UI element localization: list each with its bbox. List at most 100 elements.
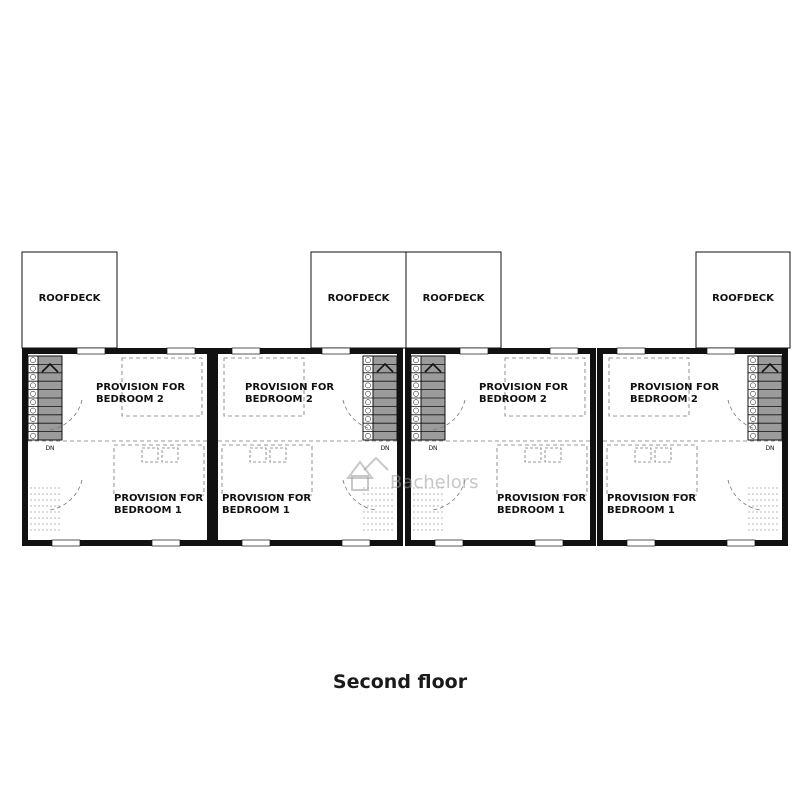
pillow xyxy=(654,447,672,463)
pillow xyxy=(249,447,267,463)
window-bottom xyxy=(151,539,181,547)
stair-step-marker xyxy=(413,390,419,397)
wall-top xyxy=(22,348,213,354)
door-swing xyxy=(727,479,761,511)
window-top xyxy=(166,347,196,355)
staircase: DN xyxy=(747,355,783,452)
stair-step-marker xyxy=(413,374,419,380)
stair-step-marker xyxy=(750,382,756,389)
watermark-text: Bachelors xyxy=(390,472,479,493)
stair-dn-label: DN xyxy=(428,445,437,452)
up-arrow-icon xyxy=(376,362,394,373)
floor-title: Second floor xyxy=(332,671,468,693)
wall-right xyxy=(207,348,213,546)
window-bottom xyxy=(534,539,564,547)
up-arrow-icon xyxy=(41,362,59,373)
wall-bottom xyxy=(212,540,403,546)
stair-step-marker xyxy=(30,382,36,389)
stair-step-marker xyxy=(365,390,371,397)
stair-step-marker xyxy=(413,357,419,364)
bed-outline-bedroom1 xyxy=(113,444,205,496)
window-bottom xyxy=(434,539,464,547)
stair-step-marker xyxy=(413,424,419,431)
window-top xyxy=(549,347,579,355)
bed-outline-bedroom2 xyxy=(121,357,203,417)
wall-left xyxy=(405,348,411,546)
pillow xyxy=(141,447,159,463)
door-swing xyxy=(49,479,83,511)
pillow xyxy=(161,447,179,463)
stair-step-marker xyxy=(750,374,756,380)
door-swing xyxy=(432,399,466,431)
stair-step-marker xyxy=(750,416,756,422)
roofdeck-label: ROOFDECK xyxy=(328,293,391,304)
window-bottom xyxy=(726,539,756,547)
stair-step-marker xyxy=(413,399,419,406)
wall-bottom xyxy=(597,540,788,546)
staircase: DN xyxy=(362,355,398,452)
stair-step-marker xyxy=(750,407,756,414)
wall-bottom xyxy=(22,540,213,546)
window-bottom xyxy=(341,539,371,547)
stair-step-marker xyxy=(365,365,371,372)
stair-step-marker xyxy=(750,365,756,372)
door-swing xyxy=(342,399,376,431)
pillow xyxy=(524,447,542,463)
stair-step-marker xyxy=(750,390,756,397)
up-arrow-icon xyxy=(424,362,442,373)
up-arrow-icon xyxy=(761,362,779,373)
door-swing xyxy=(49,399,83,431)
window-bottom xyxy=(51,539,81,547)
stair-step-marker xyxy=(30,357,36,364)
stair-step-marker xyxy=(365,374,371,380)
window-top xyxy=(76,347,106,355)
window-top xyxy=(231,347,261,355)
staircase: DN xyxy=(27,355,63,452)
stair-step-marker xyxy=(30,416,36,422)
wall-bottom xyxy=(405,540,596,546)
door-swing xyxy=(727,399,761,431)
stair-step-marker xyxy=(750,357,756,364)
wall-right xyxy=(590,348,596,546)
door-swing xyxy=(342,479,376,511)
stair-step-marker xyxy=(30,424,36,431)
stair-step-marker xyxy=(30,390,36,397)
window-top xyxy=(459,347,489,355)
roofdeck-area xyxy=(405,251,502,349)
roofdeck-area xyxy=(21,251,118,349)
stair-step-marker xyxy=(750,432,756,439)
window-top xyxy=(321,347,351,355)
staircase: DN xyxy=(410,355,446,452)
stair-step-marker xyxy=(365,416,371,422)
roofdeck-area xyxy=(310,251,407,349)
watermark: Bachelors xyxy=(346,456,479,493)
bed-outline-bedroom2 xyxy=(608,357,690,417)
stair-step-marker xyxy=(365,432,371,439)
bed-outline-bedroom2 xyxy=(504,357,586,417)
stair-step-marker xyxy=(413,382,419,389)
window-top xyxy=(616,347,646,355)
wall-top xyxy=(597,348,788,354)
roofdeck-area xyxy=(695,251,791,349)
wall-right xyxy=(397,348,403,546)
pillow xyxy=(544,447,562,463)
stair-dn-label: DN xyxy=(765,445,774,452)
window-bottom xyxy=(241,539,271,547)
bed-outline-bedroom1 xyxy=(496,444,588,496)
stair-step-marker xyxy=(30,432,36,439)
stair-step-marker xyxy=(365,407,371,414)
wall-top xyxy=(405,348,596,354)
bed-outline-bedroom2 xyxy=(223,357,305,417)
bed-outline-bedroom1 xyxy=(221,444,313,496)
wall-left xyxy=(22,348,28,546)
